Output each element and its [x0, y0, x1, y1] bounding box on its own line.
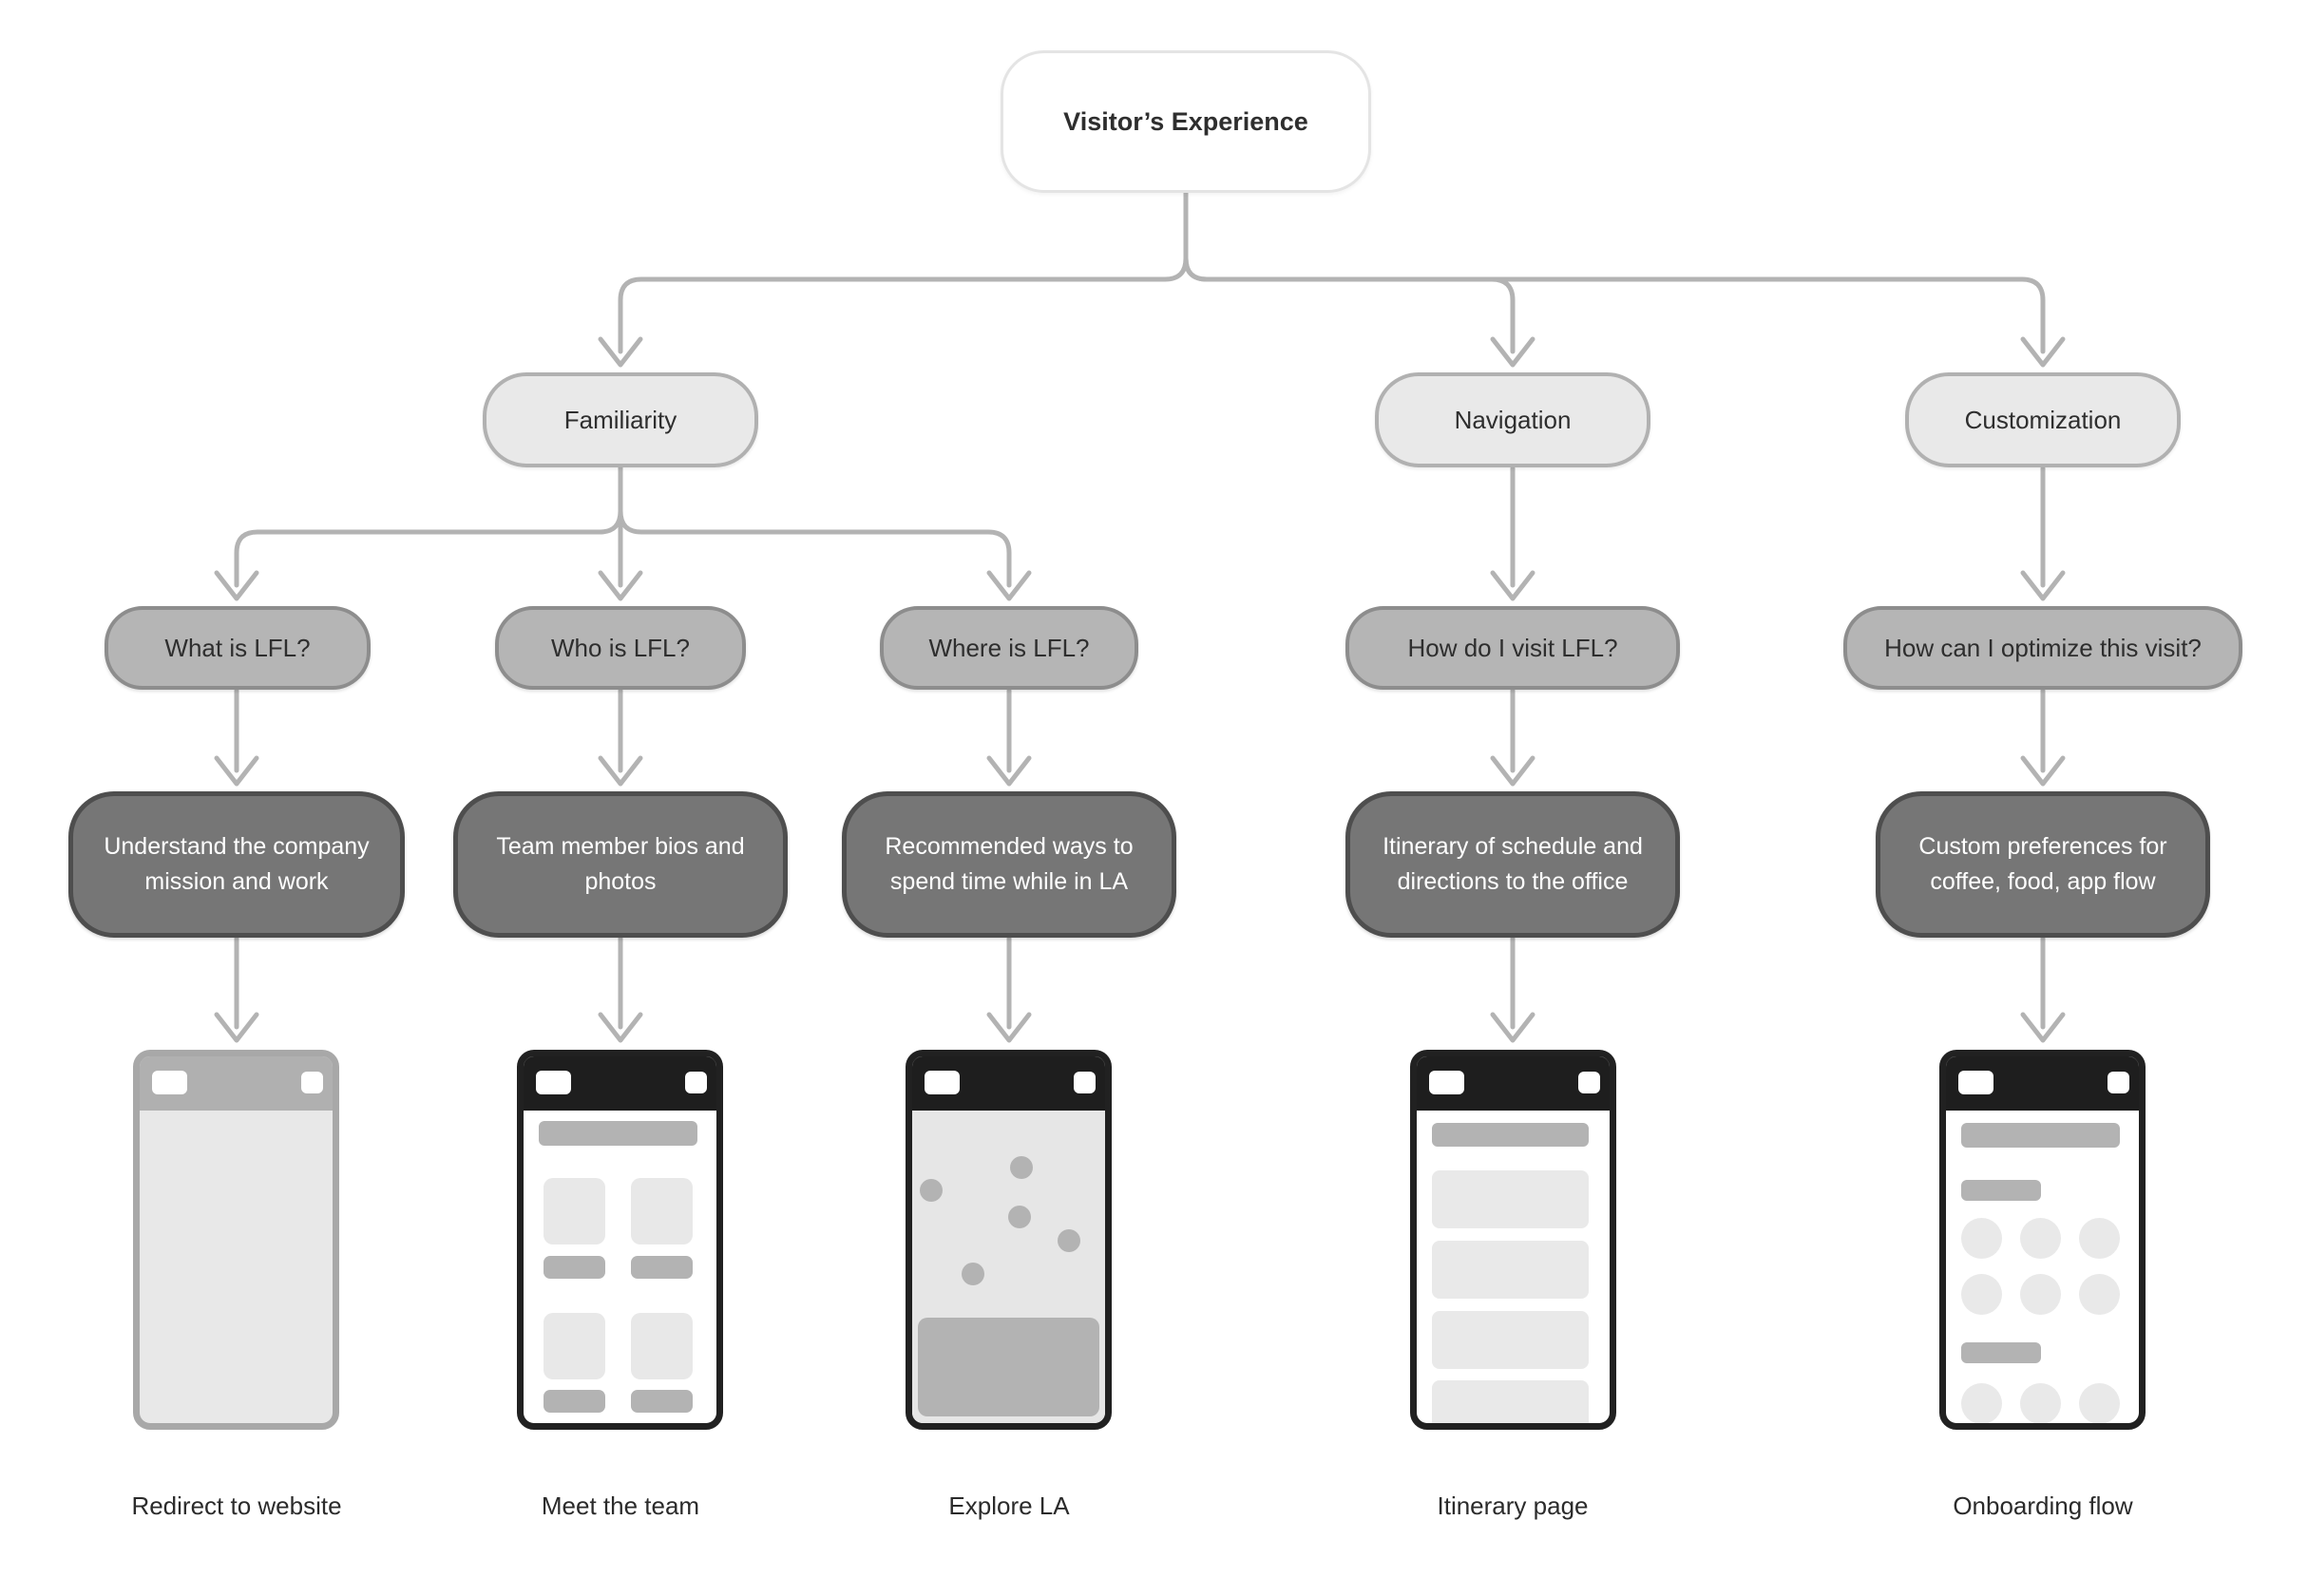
node-who-is-lfl: Who is LFL? [495, 606, 746, 690]
wireframe-map-pin [1008, 1206, 1031, 1228]
connector-root-familiarity [598, 191, 1189, 368]
connector-mission-phone [214, 936, 259, 1043]
connector-preferences-phone [2020, 936, 2066, 1043]
connector-itinerary-phone [1490, 936, 1535, 1043]
wireframe-card [544, 1313, 605, 1379]
wireframe-map-pin [1058, 1229, 1080, 1252]
connector-recommended-phone [986, 936, 1032, 1043]
phone-topbar [140, 1056, 333, 1111]
node-where-is-lfl: Where is LFL? [880, 606, 1138, 690]
connector-familiarity-what [214, 466, 623, 601]
wireframe-label-bar [1961, 1342, 2041, 1363]
wireframe-map-pin [1010, 1156, 1033, 1179]
wireframe-header-bar [1432, 1123, 1589, 1147]
phone-topbar [524, 1056, 716, 1111]
phone-topbar-left-pill [925, 1071, 960, 1094]
wireframe-option-circle [2079, 1218, 2120, 1259]
wireframe-list-row [1432, 1241, 1589, 1299]
screen-caption-itinerary: Itinerary page [1437, 1492, 1589, 1520]
wireframe-map-pin [920, 1179, 943, 1202]
wireframe-label-bar [1961, 1180, 2041, 1201]
connector-optimize-preferences [2020, 688, 2066, 787]
phone-mockup-map [906, 1050, 1112, 1430]
wireframe-card [631, 1178, 693, 1244]
phone-topbar-left-pill [152, 1071, 187, 1094]
wireframe-header-bar [539, 1121, 697, 1146]
wireframe-label-bar [631, 1390, 693, 1413]
wireframe-stacked-list [1417, 1111, 1610, 1423]
phone-mockup-team [517, 1050, 723, 1430]
node-root: Visitor’s Experience [1001, 50, 1371, 193]
phone-topbar [1417, 1056, 1610, 1111]
connector-howvisit-itinerary [1490, 688, 1535, 787]
wireframe-label-bar [631, 1256, 693, 1279]
phone-topbar-left-pill [1958, 1071, 1993, 1094]
connector-what-mission [214, 688, 259, 787]
wireframe-header-bar [1961, 1123, 2120, 1148]
wireframe-card [631, 1313, 693, 1379]
screen-caption-onboarding: Onboarding flow [1953, 1492, 2133, 1520]
wireframe-map-pin [962, 1263, 984, 1285]
node-familiarity: Familiarity [483, 372, 758, 467]
wireframe-option-circle [2020, 1218, 2061, 1259]
wireframe-option-circle [2079, 1383, 2120, 1423]
node-how-can-i-optimize: How can I optimize this visit? [1843, 606, 2242, 690]
screen-caption-team: Meet the team [541, 1492, 700, 1520]
phone-topbar-right-pill [2108, 1072, 2129, 1093]
node-outcome-preferences: Custom preferences for coffee, food, app… [1876, 791, 2210, 938]
node-outcome-team-bios: Team member bios and photos [453, 791, 788, 938]
screen-caption-explore: Explore LA [948, 1492, 1070, 1520]
wireframe-option-circle [1961, 1218, 2002, 1259]
phone-mockup-website [133, 1050, 339, 1430]
wireframe-option-circle [2020, 1274, 2061, 1315]
wireframe-list-row [1432, 1380, 1589, 1423]
node-what-is-lfl: What is LFL? [105, 606, 371, 690]
wireframe-list-row [1432, 1170, 1589, 1228]
wireframe-list-row [1432, 1311, 1589, 1369]
wireframe-card [544, 1178, 605, 1244]
phone-topbar [912, 1056, 1105, 1111]
wireframe-label-bar [544, 1390, 605, 1413]
wireframe-option-circle [2020, 1383, 2061, 1423]
wireframe-map-pins [912, 1111, 1105, 1423]
wireframe-option-circle [1961, 1274, 2002, 1315]
wireframe-card-grid [524, 1111, 716, 1423]
connector-teambios-phone [598, 936, 643, 1043]
wireframe-option-circle [2079, 1274, 2120, 1315]
wireframe-preference-options [1946, 1111, 2139, 1423]
wireframe-label-bar [544, 1256, 605, 1279]
phone-topbar-left-pill [536, 1071, 571, 1094]
phone-topbar-right-pill [685, 1072, 707, 1093]
connector-customization-optimize [2020, 466, 2066, 601]
node-outcome-recommended: Recommended ways to spend time while in … [842, 791, 1176, 938]
phone-topbar-right-pill [1578, 1072, 1600, 1093]
connector-familiarity-where [618, 466, 1032, 601]
phone-topbar-right-pill [301, 1072, 323, 1093]
wireframe-blank-webpage [140, 1111, 333, 1423]
node-navigation: Navigation [1375, 372, 1650, 467]
node-how-do-i-visit-lfl: How do I visit LFL? [1345, 606, 1680, 690]
phone-topbar-right-pill [1074, 1072, 1096, 1093]
connector-where-recommended [986, 688, 1032, 787]
node-outcome-itinerary: Itinerary of schedule and directions to … [1345, 791, 1680, 938]
phone-topbar [1946, 1056, 2139, 1111]
connector-root-customization [1183, 191, 2066, 368]
phone-mockup-itinerary [1410, 1050, 1616, 1430]
screen-caption-redirect: Redirect to website [131, 1492, 342, 1520]
connector-who-teambios [598, 688, 643, 787]
node-outcome-mission: Understand the company mission and work [68, 791, 405, 938]
connector-navigation-howvisit [1490, 466, 1535, 601]
wireframe-option-circle [1961, 1383, 2002, 1423]
phone-mockup-onboarding [1939, 1050, 2146, 1430]
node-customization: Customization [1905, 372, 2181, 467]
phone-topbar-left-pill [1429, 1071, 1464, 1094]
wireframe-bottom-sheet [918, 1318, 1099, 1416]
